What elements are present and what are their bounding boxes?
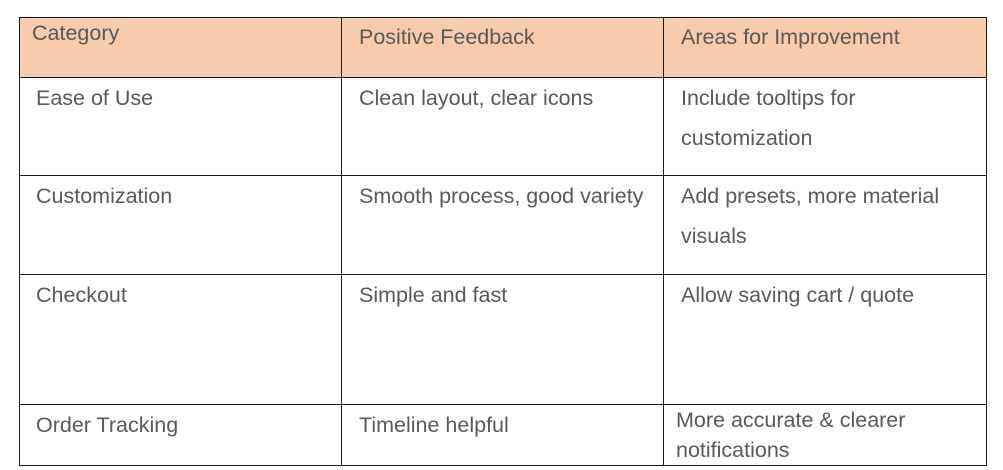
table-cell: Ease of Use xyxy=(19,77,342,176)
table-row: Customization Smooth process, good varie… xyxy=(19,175,987,275)
table-row: Ease of Use Clean layout, clear icons In… xyxy=(19,77,987,176)
cell-text: More accurate & clearer notifications xyxy=(676,408,906,462)
cell-text: Include tooltips for customization xyxy=(681,86,856,150)
cell-text: Order Tracking xyxy=(36,413,179,437)
cell-text: Add presets, more material visuals xyxy=(681,184,940,248)
table-cell: Timeline helpful xyxy=(341,404,664,466)
header-label: Areas for Improvement xyxy=(681,25,900,49)
header-cell-category: Category xyxy=(19,17,342,78)
cell-text: Timeline helpful xyxy=(359,413,509,437)
table-cell: Add presets, more material visuals xyxy=(663,175,987,275)
table-header-row: Category Positive Feedback Areas for Imp… xyxy=(19,17,987,78)
table-cell: Order Tracking xyxy=(19,404,342,466)
table-cell: Clean layout, clear icons xyxy=(341,77,664,176)
header-cell-areas-for-improvement: Areas for Improvement xyxy=(663,17,987,78)
cell-text: Simple and fast xyxy=(359,283,508,307)
header-label: Category xyxy=(32,21,120,45)
cell-text: Allow saving cart / quote xyxy=(681,283,915,307)
cell-text: Customization xyxy=(36,184,173,208)
cell-text: Smooth process, good variety xyxy=(359,184,644,208)
cell-text: Checkout xyxy=(36,283,127,307)
table-cell: Smooth process, good variety xyxy=(341,175,664,275)
table-row: Order Tracking Timeline helpful More acc… xyxy=(19,404,987,466)
feedback-table: Category Positive Feedback Areas for Imp… xyxy=(19,17,987,466)
table-cell: Customization xyxy=(19,175,342,275)
table-cell: More accurate & clearer notifications xyxy=(663,404,987,466)
table-cell: Include tooltips for customization xyxy=(663,77,987,176)
header-cell-positive-feedback: Positive Feedback xyxy=(341,17,664,78)
table-cell: Allow saving cart / quote xyxy=(663,274,987,405)
table-cell: Simple and fast xyxy=(341,274,664,405)
header-label: Positive Feedback xyxy=(359,25,535,49)
cell-text: Clean layout, clear icons xyxy=(359,86,594,110)
table-row: Checkout Simple and fast Allow saving ca… xyxy=(19,274,987,405)
cell-text: Ease of Use xyxy=(36,86,154,110)
table-cell: Checkout xyxy=(19,274,342,405)
